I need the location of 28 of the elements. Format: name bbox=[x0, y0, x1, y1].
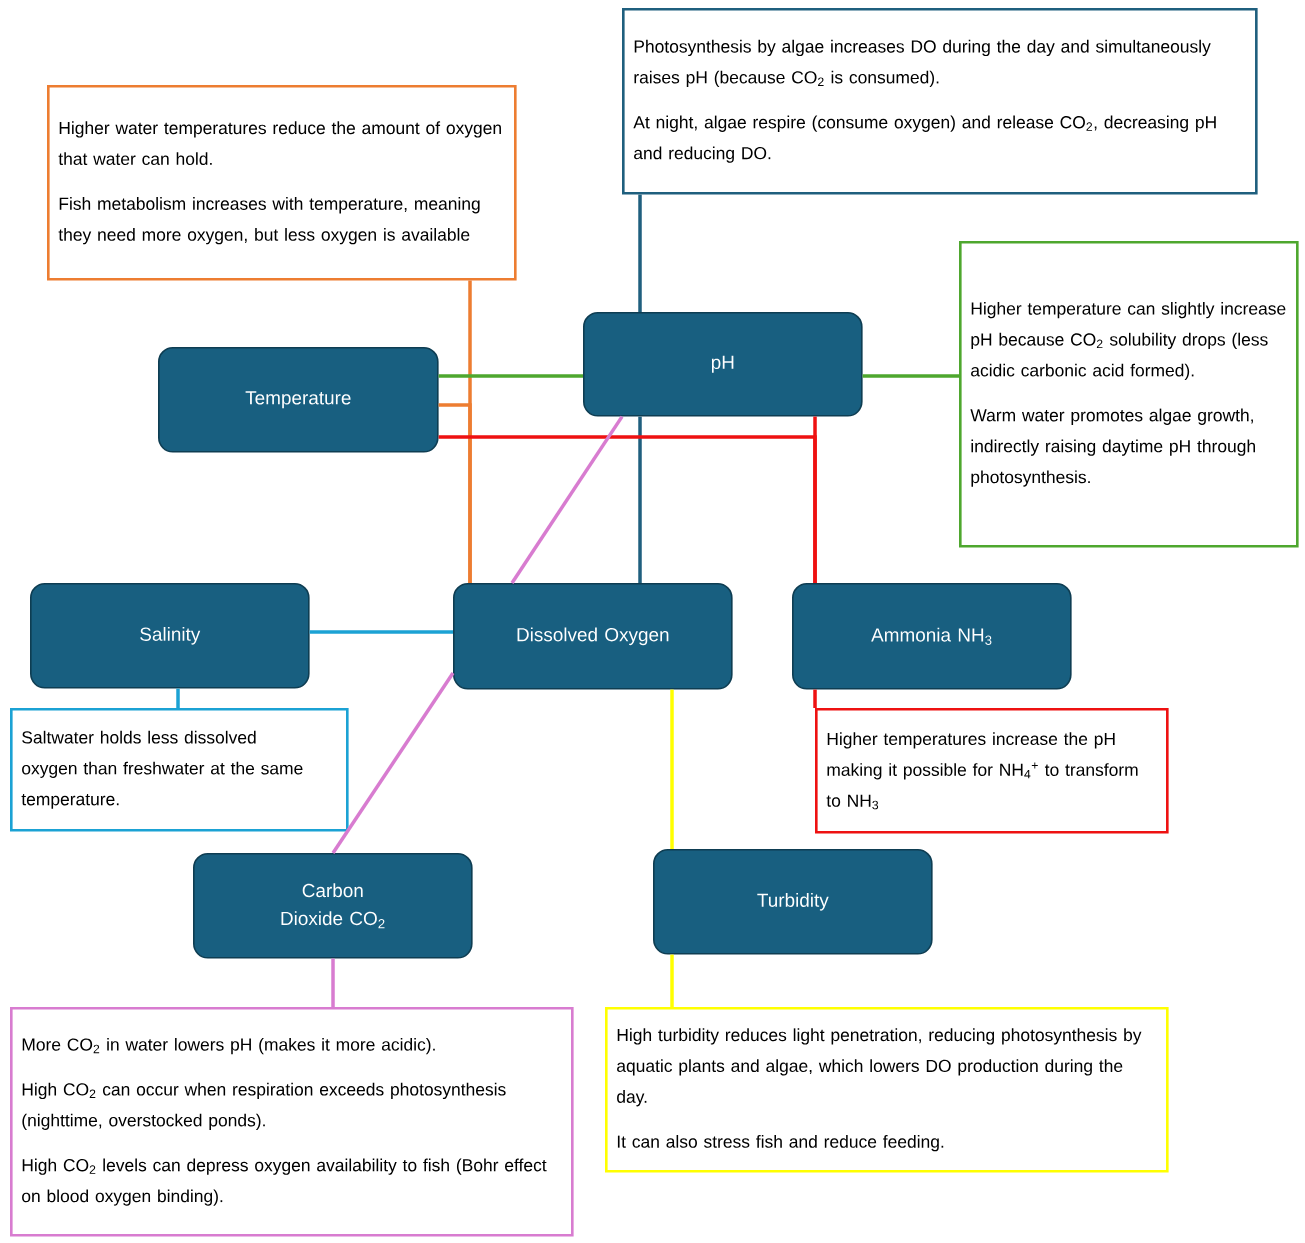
connector-line bbox=[176, 688, 180, 708]
parameter-box: pH bbox=[583, 312, 863, 417]
connector-line bbox=[862, 374, 959, 378]
connector-line bbox=[331, 672, 455, 854]
parameter-box: Salinity bbox=[30, 583, 310, 689]
note-box: Higher temperature can slightly increase pH because CO$_{2}$ solubility drops (less acidic carbonic acid formed). Warm water promotes algae growth, indirectly raising daytime pH through photosynthesis. bbox=[959, 241, 1299, 548]
connector-line bbox=[638, 416, 642, 583]
note-box: More CO$_{2}$ in water lowers pH (makes it more acidic). High CO$_{2}$ can occur when respiration exceeds photosynthesis (nighttime, overstocked ponds). High CO$_{2}$ levels can depress oxygen availability to fish (Bohr effect on blood oxygen binding). bbox=[10, 1007, 574, 1237]
note-box: Photosynthesis by algae increases DO during the day and simultaneously raises pH (because CO$_{2}$ is consumed). At night, algae respire (consume oxygen) and release CO$_{2}$, decreasing pH and reducing DO. bbox=[622, 8, 1258, 195]
connector-line bbox=[331, 958, 335, 1007]
connector-line bbox=[813, 416, 817, 583]
connector-line bbox=[309, 630, 453, 634]
note-box: Higher temperatures increase the pH making it possible for NH$_{4}$$^{+}$ to transform to NH$_{3}$ bbox=[815, 708, 1169, 834]
note-box: High turbidity reduces light penetration, reducing photosynthesis by aquatic plants and algae, which lowers DO production during the day. It can also stress fish and reduce feeding. bbox=[605, 1007, 1169, 1173]
connector-line bbox=[438, 403, 472, 583]
note-box: Saltwater holds less dissolved oxygen than freshwater at the same temperature. bbox=[10, 708, 349, 832]
parameter-box: Ammonia NH$_{3}$ bbox=[792, 583, 1072, 690]
note-box: Higher water temperatures reduce the amount of oxygen that water can hold. Fish metabolism increases with temperature, meaning they need more oxygen, but less oxygen is available bbox=[47, 85, 517, 281]
connector-line bbox=[638, 194, 642, 312]
connector-line bbox=[438, 374, 583, 378]
parameter-box: Carbon Dioxide CO$_{2}$ bbox=[193, 853, 473, 959]
connector-line bbox=[813, 689, 817, 708]
parameter-box: Temperature bbox=[158, 347, 439, 453]
parameter-box: Dissolved Oxygen bbox=[453, 583, 733, 690]
connector-line bbox=[510, 415, 624, 584]
parameter-box: Turbidity bbox=[653, 849, 933, 955]
connector-line bbox=[670, 689, 674, 849]
connector-line bbox=[670, 954, 674, 1007]
